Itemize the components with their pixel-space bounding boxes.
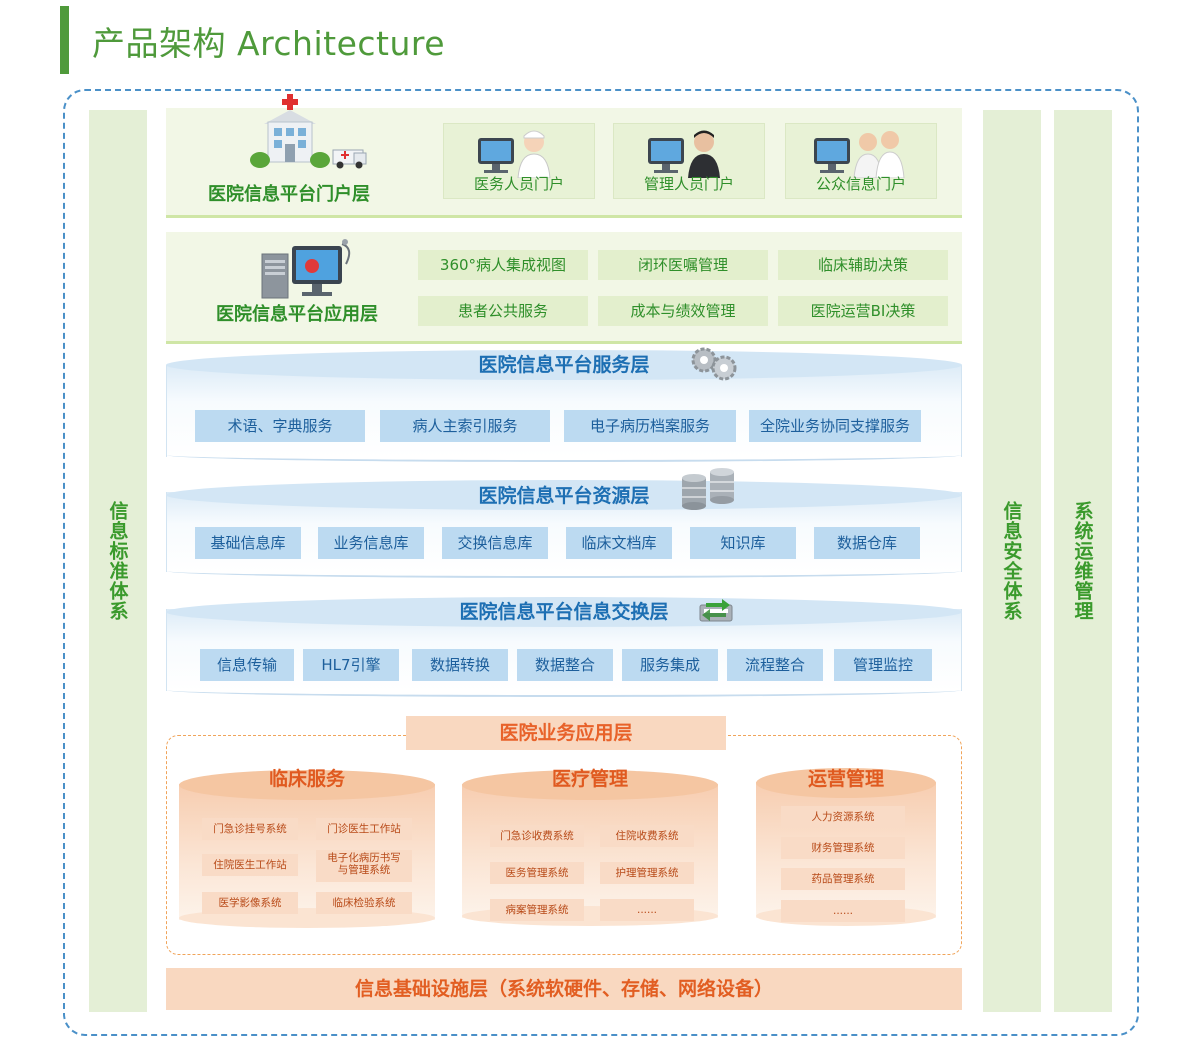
application-layer-title: 医院信息平台应用层 <box>216 304 378 325</box>
exchange-item-conversion: 数据转换 <box>412 649 508 681</box>
resource-layer: 医院信息平台资源层 基础信息库 业务信息库 交换信息库 临床文档库 知识库 数据… <box>166 468 962 580</box>
medical-management-title: 医疗管理 <box>551 768 628 790</box>
exchange-item-process-integration: 流程整合 <box>727 649 823 681</box>
service-item-patient-index: 病人主索引服务 <box>380 410 550 442</box>
medical-management-cylinder: 医疗管理 门急诊收费系统 住院收费系统 医务管理系统 护理管理系统 病案管理系统… <box>462 768 718 926</box>
exchange-item-service-integration: 服务集成 <box>622 649 718 681</box>
exchange-item-hl7-engine: HL7引擎 <box>303 649 399 681</box>
application-layer: 医院信息平台应用层 360°病人集成视图 闭环医嘱管理 临床辅助决策 患者公共服… <box>166 232 962 344</box>
medical-item-nursing: 护理管理系统 <box>600 862 694 884</box>
info-security-column: 信息安全体系 <box>983 110 1041 1012</box>
gears-icon <box>691 347 737 381</box>
exchange-item-transport: 信息传输 <box>200 649 294 681</box>
operation-item-hr: 人力资源系统 <box>781 806 905 828</box>
public-monitor-icon <box>814 131 905 178</box>
operation-item-more: ...... <box>781 900 905 922</box>
portal-card-public: 公众信息门户 <box>785 123 937 199</box>
architecture-frame <box>63 89 1139 1036</box>
database-icon <box>682 468 734 510</box>
clinical-item-outpatient-station: 门诊医生工作站 <box>316 818 412 840</box>
page-title: 产品架构 Architecture <box>92 24 446 63</box>
portal-card-public-label: 公众信息门户 <box>815 175 906 193</box>
exchange-layer: 医院信息平台信息交换层 信息传输 HL7引擎 数据转换 数据整合 服务集成 流程… <box>166 597 962 699</box>
clinical-item-lab: 临床检验系统 <box>316 892 412 914</box>
medical-item-records: 病案管理系统 <box>490 899 584 921</box>
portal-layer: 医院信息平台门户层 医务人员门户 管理人员门户 公众信息门户 <box>166 94 962 218</box>
clinical-item-emr-writing: 电子化病历书写 与管理系统 <box>316 850 412 882</box>
clinical-services-cylinder: 临床服务 门急诊挂号系统 门诊医生工作站 住院医生工作站 电子化病历书写 与管理… <box>179 768 435 928</box>
portal-layer-title: 医院信息平台门户层 <box>208 184 370 205</box>
operation-management-cylinder: 运营管理 人力资源系统 财务管理系统 药品管理系统 ...... <box>756 768 936 926</box>
app-item-clinical-decision: 临床辅助决策 <box>778 250 948 280</box>
ambulance-icon <box>332 149 367 169</box>
system-ops-label: 系统运维管理 <box>1071 501 1094 621</box>
portal-card-medical-label: 医务人员门户 <box>473 175 564 193</box>
operation-item-pharmacy: 药品管理系统 <box>781 868 905 890</box>
info-standard-label: 信息标准体系 <box>106 501 129 621</box>
medical-item-outpatient-billing: 门急诊收费系统 <box>490 825 584 847</box>
app-item-closed-loop-order: 闭环医嘱管理 <box>598 250 768 280</box>
service-item-collaboration: 全院业务协同支撑服务 <box>749 410 921 442</box>
server-monitor-icon <box>261 239 351 299</box>
resource-item-basic-db: 基础信息库 <box>195 527 301 559</box>
exchange-item-integration: 数据整合 <box>517 649 613 681</box>
operation-item-finance: 财务管理系统 <box>781 837 905 859</box>
service-layer-title: 医院信息平台服务层 <box>478 354 650 376</box>
service-item-emr-archive: 电子病历档案服务 <box>564 410 736 442</box>
doctor-monitor-icon <box>478 130 551 178</box>
operation-management-title: 运营管理 <box>807 768 884 790</box>
resource-item-exchange-db: 交换信息库 <box>442 527 548 559</box>
info-security-label: 信息安全体系 <box>1000 501 1023 621</box>
business-layer-title: 医院业务应用层 <box>406 716 726 750</box>
resource-item-knowledge-db: 知识库 <box>690 527 796 559</box>
infrastructure-layer: 信息基础设施层（系统软硬件、存储、网络设备） <box>166 968 962 1010</box>
medical-item-affairs: 医务管理系统 <box>490 862 584 884</box>
medical-item-more: ...... <box>600 899 694 921</box>
portal-card-manager: 管理人员门户 <box>613 123 765 199</box>
resource-item-business-db: 业务信息库 <box>318 527 424 559</box>
clinical-item-registration: 门急诊挂号系统 <box>202 818 298 840</box>
title-accent-bar <box>60 6 69 74</box>
service-layer: 医院信息平台服务层 术语、字典服务 病人主索引服务 电子病历档案服务 全院业务协… <box>166 347 962 464</box>
medical-item-inpatient-billing: 住院收费系统 <box>600 825 694 847</box>
exchange-layer-title: 医院信息平台信息交换层 <box>459 601 669 623</box>
app-item-cost-performance: 成本与绩效管理 <box>598 296 768 326</box>
app-item-patient-service: 患者公共服务 <box>418 296 588 326</box>
hospital-icon <box>250 94 330 168</box>
exchange-icon <box>699 599 733 622</box>
app-item-360-view: 360°病人集成视图 <box>418 250 588 280</box>
clinical-services-title: 临床服务 <box>268 768 345 790</box>
resource-item-clinical-doc-db: 临床文档库 <box>566 527 672 559</box>
app-item-operation-bi: 医院运营BI决策 <box>778 296 948 326</box>
info-standard-column: 信息标准体系 <box>89 110 147 1012</box>
portal-card-medical: 医务人员门户 <box>443 123 595 199</box>
resource-item-data-warehouse: 数据仓库 <box>814 527 920 559</box>
service-item-terminology: 术语、字典服务 <box>195 410 365 442</box>
system-ops-column: 系统运维管理 <box>1054 110 1112 1012</box>
exchange-item-monitoring: 管理监控 <box>834 649 932 681</box>
portal-card-manager-label: 管理人员门户 <box>643 175 734 193</box>
clinical-item-imaging: 医学影像系统 <box>202 892 298 914</box>
manager-monitor-icon <box>648 130 720 178</box>
clinical-item-inpatient-station: 住院医生工作站 <box>202 854 298 876</box>
resource-layer-title: 医院信息平台资源层 <box>478 485 650 507</box>
